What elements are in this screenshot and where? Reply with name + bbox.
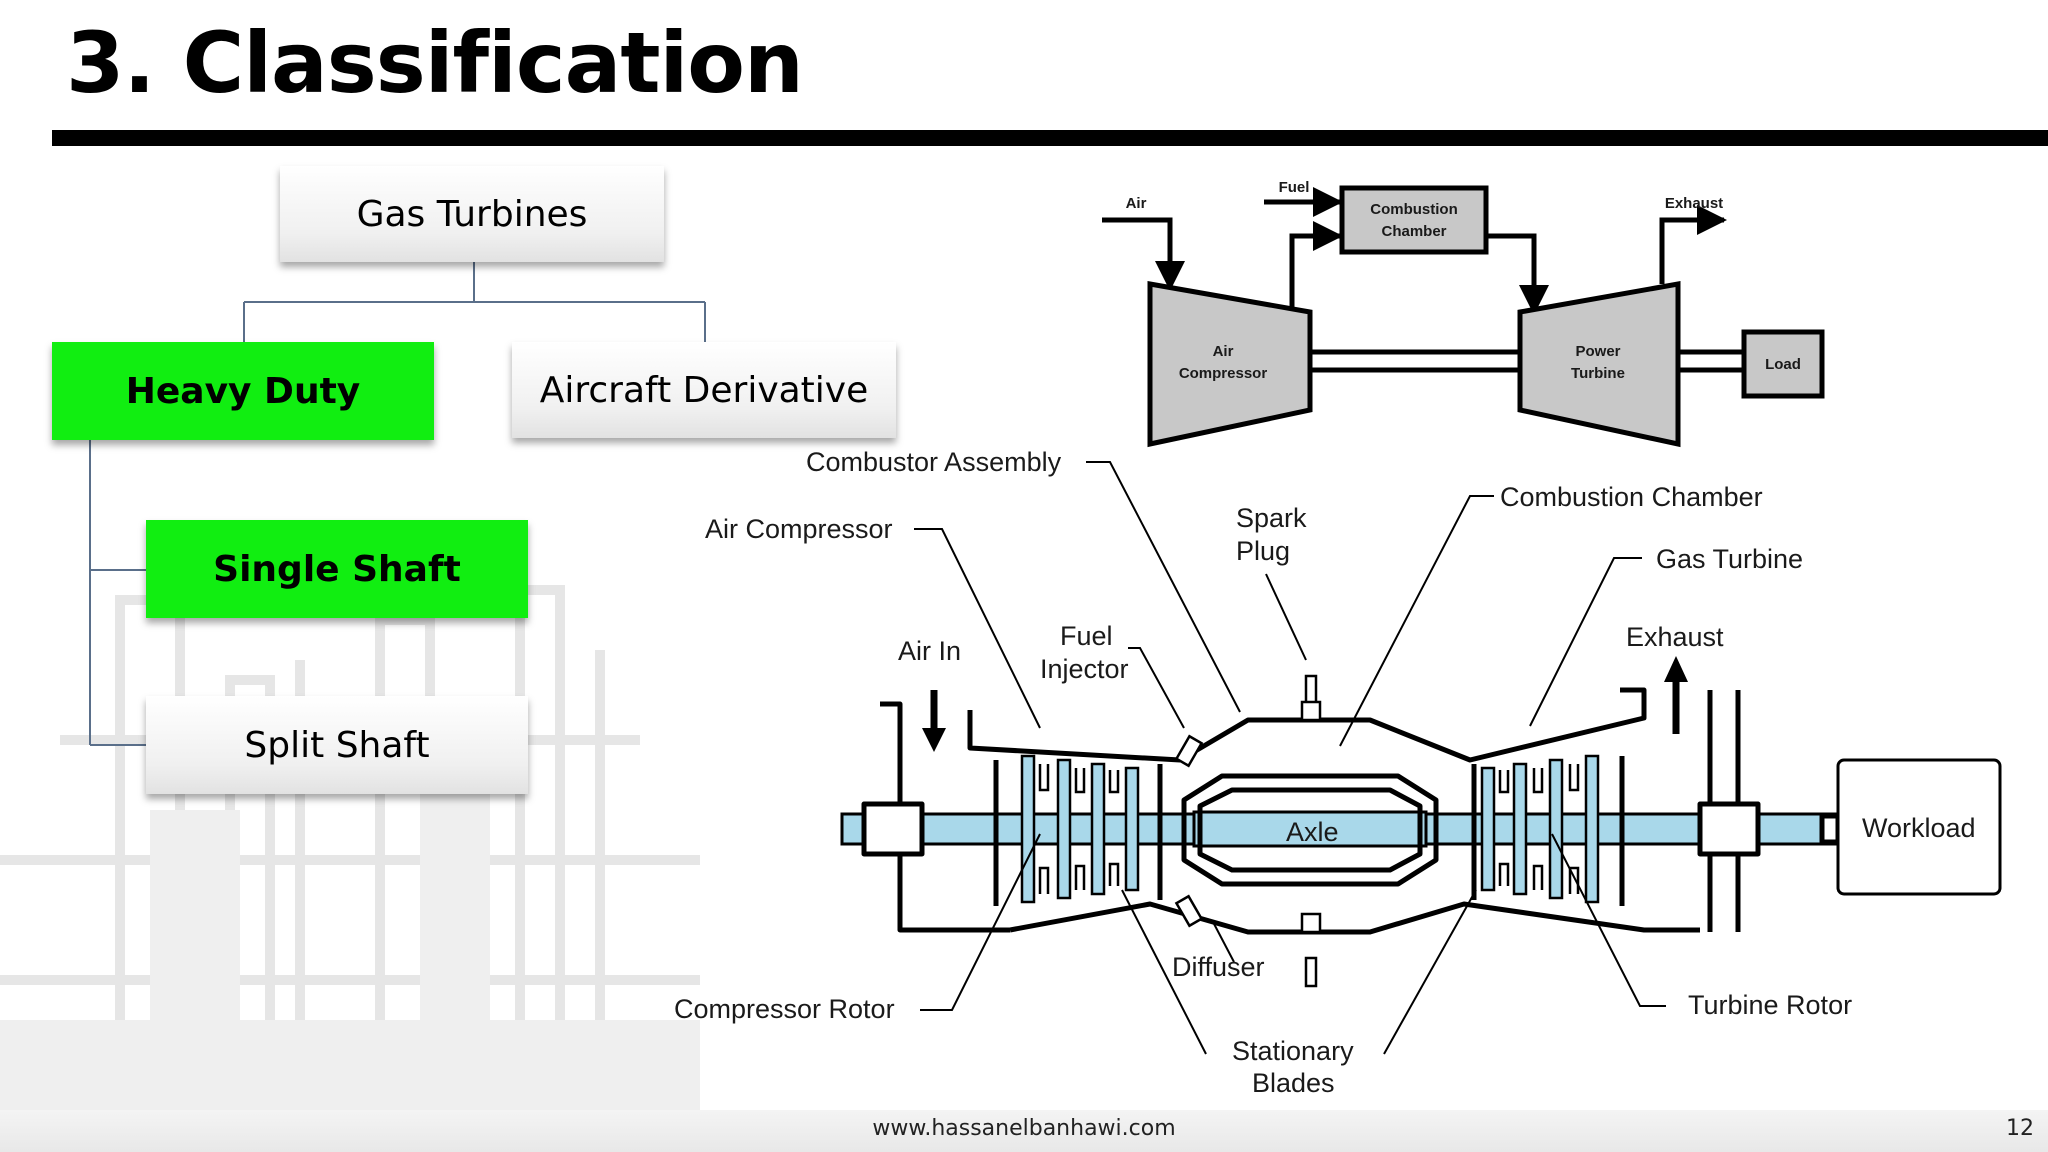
label-air-compressor: Air Compressor [705, 514, 893, 544]
label-combustion-chamber: Combustion Chamber [1500, 482, 1763, 512]
label-fuel-injector-2: Injector [1040, 654, 1129, 684]
block-air-label: Air [1126, 195, 1147, 212]
node-split-shaft: Split Shaft [146, 696, 528, 794]
label-combustor-assembly: Combustor Assembly [806, 447, 1062, 477]
node-single-shaft: Single Shaft [146, 520, 528, 618]
slide-title: 3. Classification [66, 14, 804, 112]
node-single-shaft-label: Single Shaft [213, 548, 461, 590]
label-turbine-rotor: Turbine Rotor [1688, 990, 1852, 1020]
title-underline [52, 130, 2048, 146]
block-compressor-label-1: Air [1213, 343, 1234, 360]
block-combustion-label-2: Chamber [1381, 223, 1446, 240]
label-fuel-injector-1: Fuel [1060, 621, 1113, 651]
block-diagram: Air Fuel Exhaust Combustion Chamber Air … [1102, 179, 1825, 448]
node-split-shaft-label: Split Shaft [244, 724, 430, 766]
background-refinery-art [0, 585, 700, 1120]
label-stationary-blades-1: Stationary [1232, 1036, 1354, 1066]
label-compressor-rotor: Compressor Rotor [674, 994, 895, 1024]
label-axle: Axle [1286, 817, 1339, 847]
footer-strip [0, 1110, 2048, 1152]
block-fuel-label: Fuel [1279, 179, 1310, 196]
air-compressor-shape [1147, 281, 1313, 448]
block-exhaust-label: Exhaust [1665, 195, 1723, 212]
label-stationary-blades-2: Blades [1252, 1068, 1335, 1098]
label-exhaust: Exhaust [1626, 622, 1724, 652]
node-gas-turbines: Gas Turbines [280, 166, 664, 262]
label-air-in: Air In [898, 636, 961, 666]
label-spark-plug-2: Plug [1236, 536, 1290, 566]
power-turbine-shape [1517, 281, 1681, 448]
node-aircraft-derivative-label: Aircraft Derivative [539, 369, 869, 411]
block-load-label: Load [1765, 356, 1801, 373]
node-gas-turbines-label: Gas Turbines [356, 193, 588, 235]
block-compressor-label-2: Compressor [1179, 365, 1268, 382]
label-diffuser: Diffuser [1172, 952, 1265, 982]
engine-diagram: Combustor Assembly Air Compressor Spark … [674, 447, 2002, 1098]
workload-box [1836, 758, 2002, 896]
node-aircraft-derivative: Aircraft Derivative [512, 342, 896, 438]
axle [1192, 810, 1428, 848]
label-workload: Workload [1862, 813, 1976, 843]
footer-url: www.hassanelbanhawi.com [872, 1116, 1176, 1141]
label-gas-turbine: Gas Turbine [1656, 544, 1803, 574]
page-number: 12 [2006, 1116, 2034, 1141]
combustion-chamber-box [1339, 185, 1489, 255]
node-heavy-duty-label: Heavy Duty [125, 370, 361, 412]
block-combustion-label-1: Combustion [1370, 201, 1458, 218]
label-spark-plug-1: Spark [1236, 503, 1307, 533]
node-heavy-duty: Heavy Duty [52, 342, 434, 440]
tree-connectors [89, 262, 706, 746]
block-turbine-label-1: Power [1575, 343, 1620, 360]
block-turbine-label-2: Turbine [1571, 365, 1625, 382]
load-box [1741, 329, 1825, 399]
